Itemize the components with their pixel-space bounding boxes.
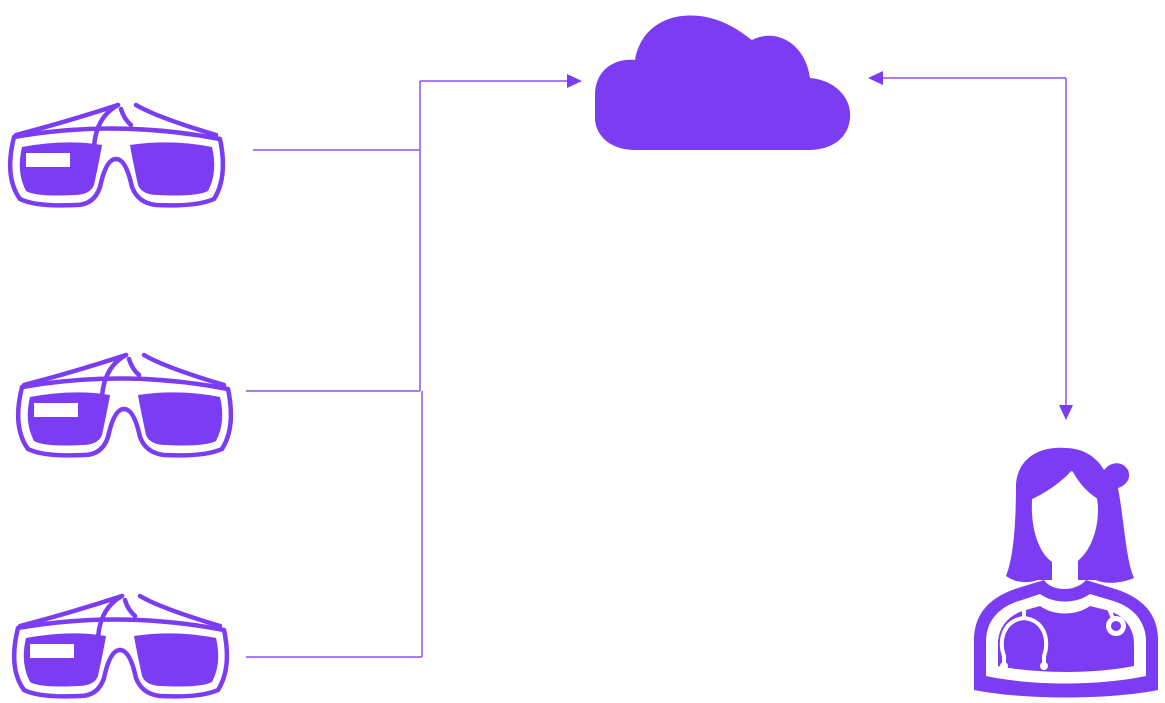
smart-glasses-icon (14, 596, 227, 696)
device-to-cloud-connector (246, 74, 582, 658)
arrowhead-to-cloud (567, 74, 582, 88)
arrowhead-to-doctor (1059, 405, 1073, 420)
doctor-icon (974, 447, 1158, 698)
smart-glasses-icon (10, 105, 223, 205)
cloud-icon (595, 15, 851, 150)
arrowhead-to-cloud-right (868, 71, 883, 85)
smart-glasses-icon (18, 355, 231, 455)
cloud-doctor-connector (868, 71, 1073, 420)
